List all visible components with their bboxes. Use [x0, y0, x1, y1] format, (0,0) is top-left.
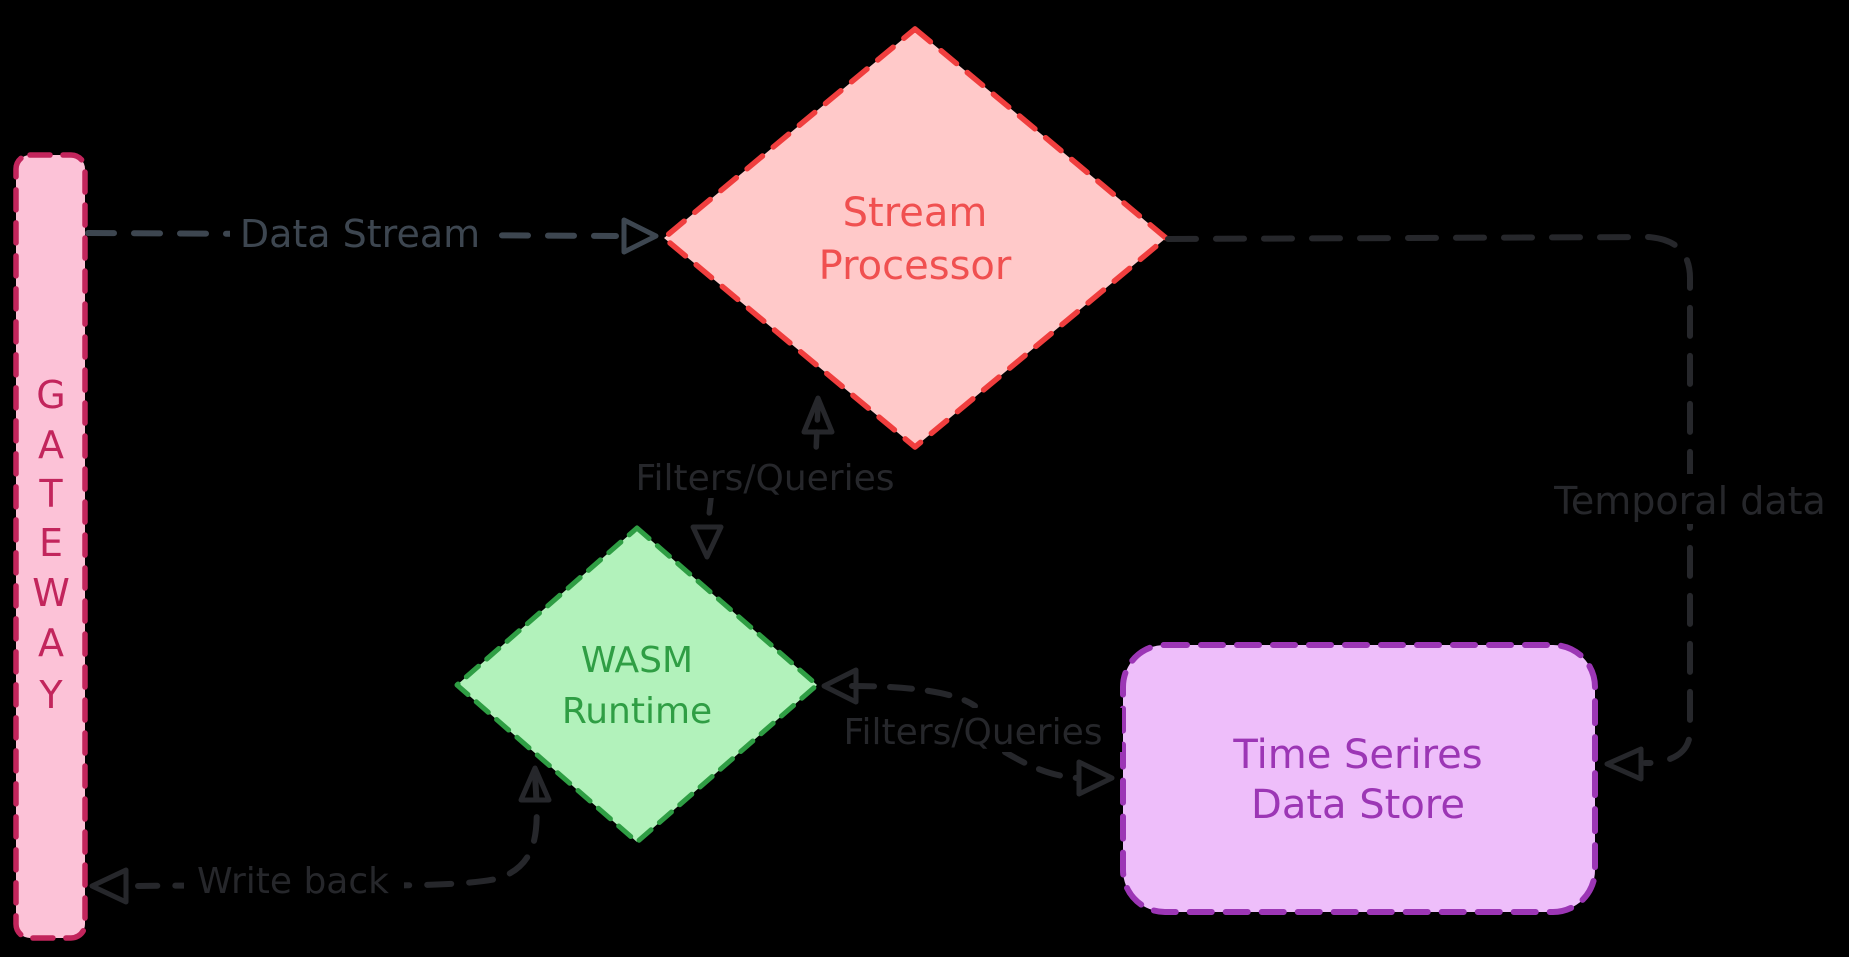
data-stream-label: Data Stream: [240, 212, 480, 256]
gateway-letter: A: [38, 423, 64, 467]
stream-processor-label-line2: Processor: [819, 243, 1012, 289]
time-series-store-label-line1: Time Serires: [1232, 732, 1482, 778]
filters-queries-bottom-arrow-right-segment: [1002, 749, 1080, 781]
gateway-letter: T: [38, 472, 63, 516]
filters-queries-top-arrow-upper-segment: [813, 402, 821, 455]
time-series-store-label-line2: Data Store: [1251, 782, 1465, 828]
filters-queries-top-label: Filters/Queries: [635, 458, 894, 499]
gateway-letter: W: [32, 571, 70, 615]
wasm-runtime-node: [454, 525, 820, 845]
stream-processor-label-line1: Stream: [843, 190, 988, 236]
filters-queries-top-arrowhead-up: [801, 395, 835, 435]
gateway-node: [13, 152, 88, 941]
stream-processor-node: [661, 26, 1169, 450]
gateway-label: G A T E W A Y: [32, 373, 70, 717]
wasm-runtime-label-line2: Runtime: [562, 691, 712, 732]
data-stream-arrowhead-right: [621, 217, 659, 255]
filters-queries-top-arrow-lower-segment: [705, 495, 714, 527]
filters-queries-bottom-arrowhead-left: [821, 667, 859, 705]
gateway-letter: A: [38, 621, 64, 665]
gateway-letter: Y: [38, 673, 63, 717]
temporal-data-arrowhead-left: [1604, 746, 1644, 782]
gateway-letter: E: [39, 521, 63, 565]
write-back-arrowhead-left: [89, 867, 129, 905]
wasm-runtime-label-line1: WASM: [581, 640, 693, 681]
temporal-data-label: Temporal data: [1553, 479, 1826, 523]
write-back-label: Write back: [197, 861, 389, 902]
temporal-data-label-mask: [1546, 474, 1838, 524]
data-stream-label-mask: [230, 210, 492, 256]
data-stream-arrow-line: [85, 230, 619, 239]
filters-queries-bottom-label: Filters/Queries: [843, 712, 1102, 753]
gateway-letter: G: [36, 373, 65, 417]
filters-queries-bottom-arrow-left-segment: [849, 683, 978, 709]
filters-queries-bottom-arrowhead-right: [1076, 759, 1115, 797]
write-back-arrowhead-up: [518, 765, 552, 803]
filters-queries-top-arrowhead-down: [690, 524, 724, 560]
time-series-store-node: [1120, 642, 1598, 915]
write-back-label-mask: [184, 860, 404, 900]
filters-queries-top-label-mask: [618, 454, 914, 498]
filters-queries-bottom-label-mask: [824, 708, 1122, 752]
temporal-data-arrow-line: [1165, 233, 1694, 766]
